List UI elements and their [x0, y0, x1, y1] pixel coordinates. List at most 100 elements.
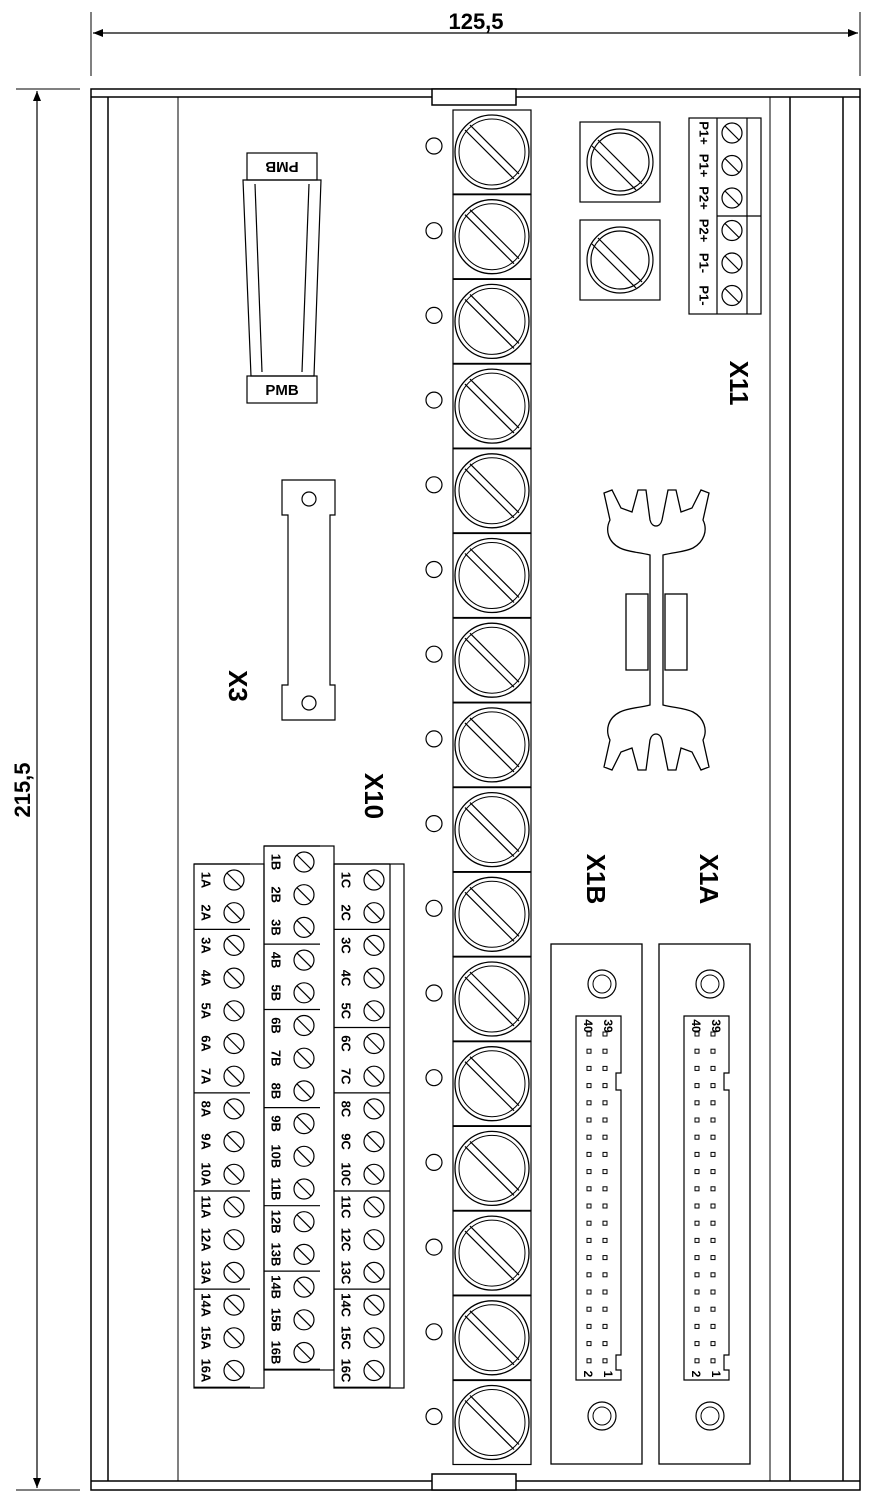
indicator-led — [425, 1069, 443, 1087]
terminal-label: 3A — [199, 937, 214, 954]
terminal-label: 4A — [199, 970, 214, 987]
terminal-label: 7A — [199, 1068, 214, 1085]
x11-terminal-block — [688, 117, 762, 315]
x11-terminal-screw — [721, 122, 743, 144]
terminal-screw — [223, 1163, 245, 1185]
terminal-screw — [363, 1327, 385, 1349]
terminal-screw — [293, 1276, 315, 1298]
indicator-led — [425, 814, 443, 833]
indicator-led — [425, 1407, 443, 1426]
terminal-label: 14C — [339, 1293, 354, 1317]
terminal-screw — [223, 902, 245, 924]
terminal-screw — [363, 1065, 385, 1087]
x11-label: X11 — [724, 361, 754, 406]
power-terminal — [452, 702, 532, 788]
terminal-label: 5C — [339, 1002, 354, 1019]
pin-number-label: 1 — [601, 1371, 615, 1378]
terminal-screw — [293, 1341, 315, 1364]
power-terminal — [452, 194, 532, 280]
terminal-screw — [223, 1294, 245, 1316]
heatsink — [603, 489, 710, 771]
indicator-led — [425, 1238, 443, 1256]
terminal-label: 11B — [269, 1177, 284, 1200]
terminal-label: 5A — [199, 1002, 214, 1019]
aux-terminals — [579, 121, 661, 301]
power-terminal — [452, 532, 532, 619]
terminal-label: 6A — [199, 1035, 214, 1052]
indicator-led — [425, 306, 443, 324]
indicator-led — [425, 899, 443, 917]
terminal-screw — [293, 884, 315, 906]
power-terminal — [452, 786, 532, 873]
power-terminal — [452, 363, 532, 449]
terminal-screw — [363, 1359, 385, 1382]
x1a-label: X1A — [694, 854, 724, 905]
indicator-led — [425, 645, 443, 663]
terminal-label: 5B — [269, 984, 284, 1001]
x10-label: X10 — [359, 773, 389, 819]
terminal-screw — [293, 1112, 315, 1135]
pin-number-label: 39 — [601, 1019, 615, 1033]
terminal-screw — [223, 1032, 245, 1055]
terminal-screw — [223, 967, 245, 989]
housing — [90, 88, 861, 1491]
terminal-label: 16A — [199, 1359, 214, 1383]
terminal-label: 6B — [269, 1017, 284, 1034]
x3-connector — [281, 479, 336, 721]
terminal-screw — [293, 916, 315, 939]
terminal-label: 13B — [269, 1242, 284, 1266]
terminal-label: 15B — [269, 1308, 284, 1332]
terminal-screw — [293, 1211, 315, 1233]
terminal-screw — [223, 1229, 245, 1251]
width-dimension: 125,5 — [90, 9, 861, 76]
terminal-screw — [363, 1163, 385, 1185]
terminal-label: 2A — [199, 904, 214, 921]
x11-terminal-screw — [721, 187, 743, 209]
terminal-label: 3B — [269, 919, 284, 936]
indicator-led — [425, 730, 443, 748]
terminal-label: 11C — [339, 1195, 354, 1219]
terminal-label: 2C — [339, 904, 354, 921]
terminal-screw — [293, 1080, 315, 1102]
x11-terminal-label: P1+ — [697, 154, 712, 178]
terminal-screw — [293, 1309, 315, 1331]
terminal-screw — [223, 1130, 245, 1153]
terminal-label: 2B — [269, 886, 284, 903]
x11-terminal-label: P2+ — [697, 186, 712, 210]
terminal-label: 7B — [269, 1050, 284, 1067]
terminal-label: 1A — [199, 872, 214, 889]
terminal-label: 8A — [199, 1101, 214, 1118]
power-terminal-strip — [425, 109, 532, 1466]
terminal-label: 8C — [339, 1101, 354, 1118]
terminal-label: 12B — [269, 1210, 284, 1234]
pin-number-label: 39 — [709, 1019, 723, 1033]
x3-label: X3 — [223, 670, 253, 702]
terminal-screw — [293, 1014, 315, 1037]
pin-number-label: 1 — [709, 1371, 723, 1378]
height-dimension: 215,5 — [10, 88, 80, 1491]
terminal-screw — [363, 1294, 385, 1316]
pin-number-label: 40 — [581, 1019, 595, 1033]
terminal-screw — [223, 1359, 245, 1382]
x11-terminal-screw — [721, 284, 743, 307]
terminal-screw — [363, 1196, 385, 1218]
indicator-led — [425, 1153, 443, 1172]
pin-number-label: 40 — [689, 1019, 703, 1033]
terminal-screw — [293, 982, 315, 1004]
terminal-label: 4B — [269, 952, 284, 969]
terminal-label: 1C — [339, 872, 354, 889]
terminal-screw — [293, 1145, 315, 1167]
terminal-screw — [223, 934, 245, 957]
terminal-screw — [223, 1098, 245, 1120]
x11-cells: P1+P1+P2+P2+P1-P1- — [697, 121, 743, 307]
terminal-label: 11A — [199, 1195, 214, 1219]
terminal-screw — [363, 934, 385, 957]
power-terminal — [452, 1041, 532, 1127]
terminal-screw — [223, 869, 245, 891]
terminal-label: 13A — [199, 1260, 214, 1284]
power-terminal — [452, 1295, 532, 1381]
